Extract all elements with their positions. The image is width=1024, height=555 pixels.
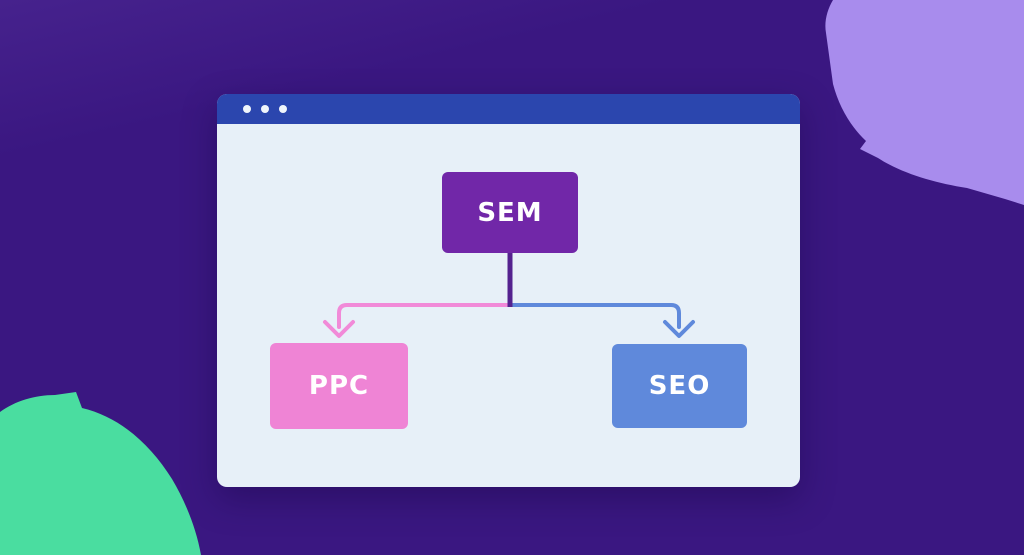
browser-titlebar	[217, 94, 800, 124]
browser-window: SEM PPC SEO	[217, 94, 800, 487]
window-control-dot	[243, 105, 251, 113]
seo-connector-line	[508, 303, 681, 329]
green-blob	[0, 392, 201, 555]
node-seo-label: SEO	[648, 371, 711, 401]
node-ppc: PPC	[270, 343, 408, 429]
node-seo: SEO	[612, 344, 747, 428]
lavender-blob-shape	[825, 0, 1024, 205]
node-sem-label: SEM	[477, 197, 543, 228]
connector-lines	[323, 252, 695, 338]
node-ppc-label: PPC	[308, 371, 370, 401]
window-control-dot	[261, 105, 269, 113]
ppc-connector-line	[337, 303, 510, 329]
lavender-blob	[825, 0, 1024, 205]
node-sem: SEM	[442, 172, 578, 253]
seo-arrow-down-icon	[663, 320, 695, 338]
ppc-arrow-down-icon	[323, 320, 355, 338]
window-control-dot	[279, 105, 287, 113]
green-blob-shape	[0, 392, 201, 555]
